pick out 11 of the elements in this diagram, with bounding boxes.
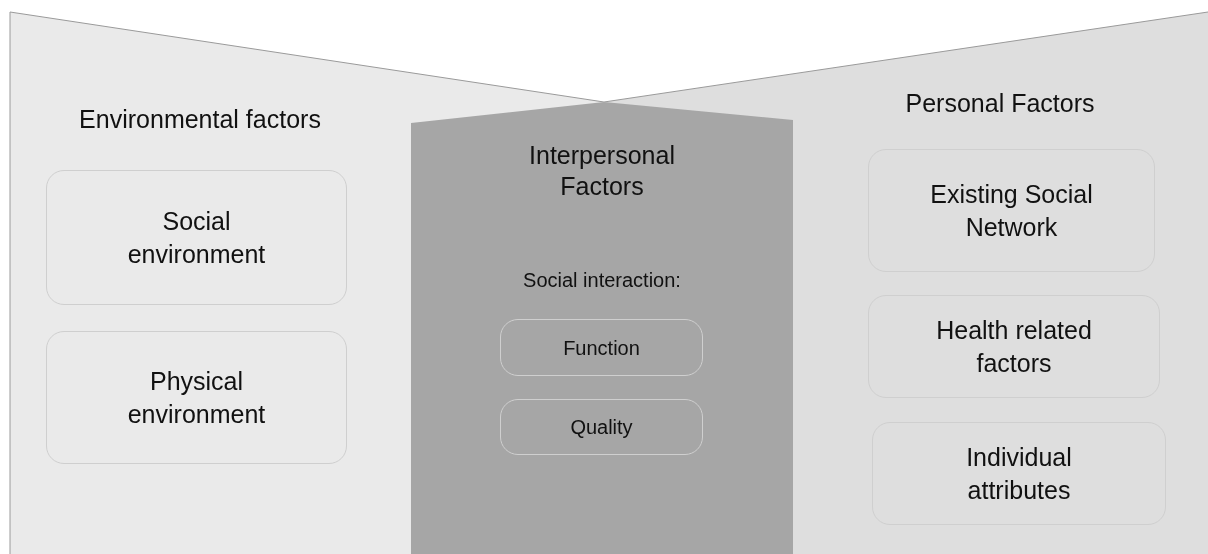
panel-heading: Personal Factors — [904, 88, 1096, 119]
panel-subheading: Social interaction: — [522, 268, 682, 293]
factor-box: Quality — [500, 399, 703, 455]
factor-box: Social environment — [46, 170, 347, 305]
factor-box: Existing Social Network — [868, 149, 1155, 272]
panel-heading: Interpersonal Factors — [528, 140, 676, 203]
factor-box: Health related factors — [868, 295, 1160, 398]
factor-box: Function — [500, 319, 703, 376]
factor-box: Physical environment — [46, 331, 347, 464]
panel-heading: Environmental factors — [78, 104, 322, 135]
factor-box: Individual attributes — [872, 422, 1166, 525]
